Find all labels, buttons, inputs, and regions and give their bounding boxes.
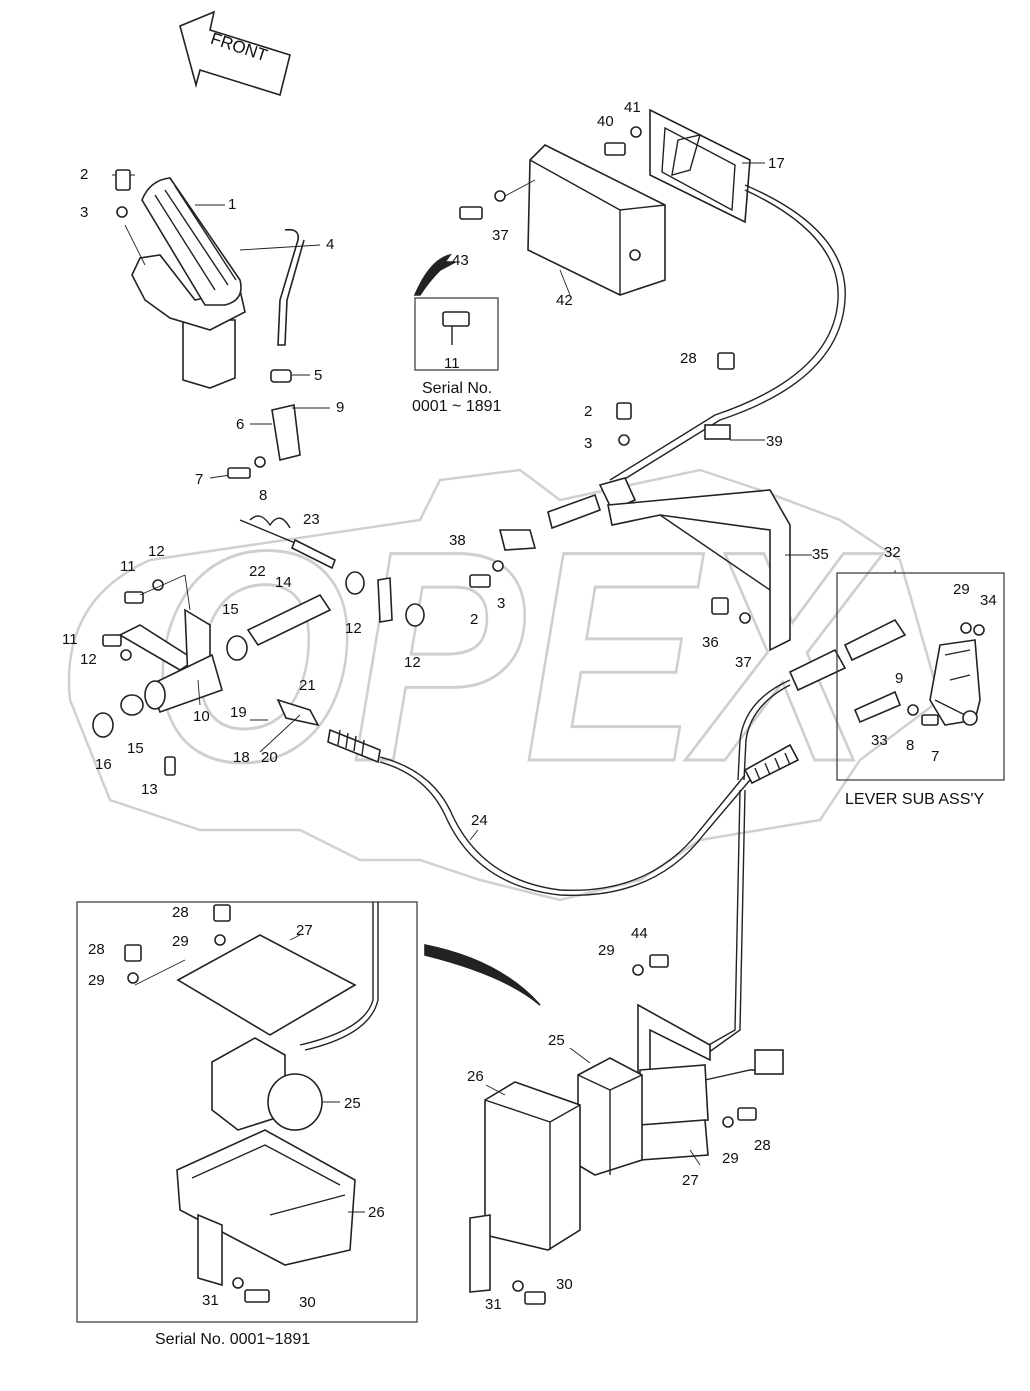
callout-40: 40 — [597, 113, 614, 130]
callout-7: 7 — [931, 748, 939, 765]
callout-29: 29 — [953, 581, 970, 598]
serial-inset — [76, 901, 541, 1323]
serial-inset-caption: Serial No. 0001~1891 — [155, 1331, 310, 1348]
callout-10: 10 — [193, 708, 210, 725]
callout-3: 3 — [80, 204, 88, 221]
callout-25: 25 — [548, 1032, 565, 1049]
callout-11: 11 — [444, 355, 460, 372]
callout-44: 44 — [631, 925, 648, 942]
callout-2: 2 — [584, 403, 592, 420]
callout-12: 12 — [80, 651, 97, 668]
callout-32: 32 — [884, 544, 901, 561]
callout-30: 30 — [556, 1276, 573, 1293]
callout-16: 16 — [95, 756, 112, 773]
callout-26: 26 — [368, 1204, 385, 1221]
callout-34: 34 — [980, 592, 997, 609]
callout-39: 39 — [766, 433, 783, 450]
callout-2: 2 — [80, 166, 88, 183]
serial-caption: Serial No. — [422, 380, 492, 397]
callout-20: 20 — [261, 749, 278, 766]
callout-2: 2 — [470, 611, 478, 628]
callout-42: 42 — [556, 292, 573, 309]
callout-30: 30 — [299, 1294, 316, 1311]
callout-31: 31 — [485, 1296, 502, 1313]
throttle-cable-lower — [327, 618, 907, 1056]
callout-37: 37 — [492, 227, 509, 244]
callout-29: 29 — [722, 1150, 739, 1167]
callout-12: 12 — [404, 654, 421, 671]
callout-3: 3 — [584, 435, 592, 452]
callout-36: 36 — [702, 634, 719, 651]
callout-17: 17 — [768, 155, 785, 172]
callout-15: 15 — [127, 740, 144, 757]
callout-37: 37 — [735, 654, 752, 671]
callout-26: 26 — [467, 1068, 484, 1085]
callout-12: 12 — [345, 620, 362, 637]
callout-3: 3 — [497, 595, 505, 612]
callout-28: 28 — [88, 941, 105, 958]
callout-28: 28 — [754, 1137, 771, 1154]
lever-sub-assy-caption: LEVER SUB ASS'Y — [845, 791, 984, 808]
callout-7: 7 — [195, 471, 203, 488]
cover-and-plate — [413, 108, 765, 371]
callout-28: 28 — [172, 904, 189, 921]
serial-range-caption: 0001 ~ 1891 — [412, 398, 502, 415]
callout-24: 24 — [471, 812, 488, 829]
left-linkage — [92, 515, 425, 776]
callout-9: 9 — [336, 399, 344, 416]
callout-6: 6 — [236, 416, 244, 433]
callout-4: 4 — [326, 236, 334, 253]
pedal-assembly — [112, 169, 330, 479]
callout-labels: 1 2 3 4 5 6 7 8 9 10 11 11 11 12 12 12 1… — [62, 99, 997, 1313]
callout-33: 33 — [871, 732, 888, 749]
callout-23: 23 — [303, 511, 320, 528]
captions: Serial No. 0001 ~ 1891 LEVER SUB ASS'Y S… — [155, 380, 984, 1348]
lever-sub-assembly — [836, 570, 1005, 781]
callout-15: 15 — [222, 601, 239, 618]
callout-8: 8 — [259, 487, 267, 504]
callout-13: 13 — [141, 781, 158, 798]
callout-22: 22 — [249, 563, 266, 580]
callout-11: 11 — [120, 558, 136, 575]
callout-35: 35 — [812, 546, 829, 563]
front-arrow: FRONT — [179, 10, 291, 97]
callout-27: 27 — [296, 922, 313, 939]
callout-29: 29 — [598, 942, 615, 959]
callout-5: 5 — [314, 367, 322, 384]
callout-28: 28 — [680, 350, 697, 367]
callout-31: 31 — [202, 1292, 219, 1309]
throttle-cable-upper — [469, 184, 846, 652]
callout-29: 29 — [88, 972, 105, 989]
callout-12: 12 — [148, 543, 165, 560]
callout-29: 29 — [172, 933, 189, 950]
callout-11: 11 — [62, 631, 78, 648]
callout-18: 18 — [233, 749, 250, 766]
callout-8: 8 — [906, 737, 914, 754]
callout-19: 19 — [230, 704, 247, 721]
callout-27: 27 — [682, 1172, 699, 1189]
callout-43: 43 — [452, 252, 469, 269]
callout-25: 25 — [344, 1095, 361, 1112]
callout-1: 1 — [228, 196, 236, 213]
callout-14: 14 — [275, 574, 292, 591]
relay-box-assembly — [469, 954, 784, 1305]
callout-21: 21 — [299, 677, 316, 694]
callout-41: 41 — [624, 99, 641, 116]
callout-9: 9 — [895, 670, 903, 687]
callout-38: 38 — [449, 532, 466, 549]
